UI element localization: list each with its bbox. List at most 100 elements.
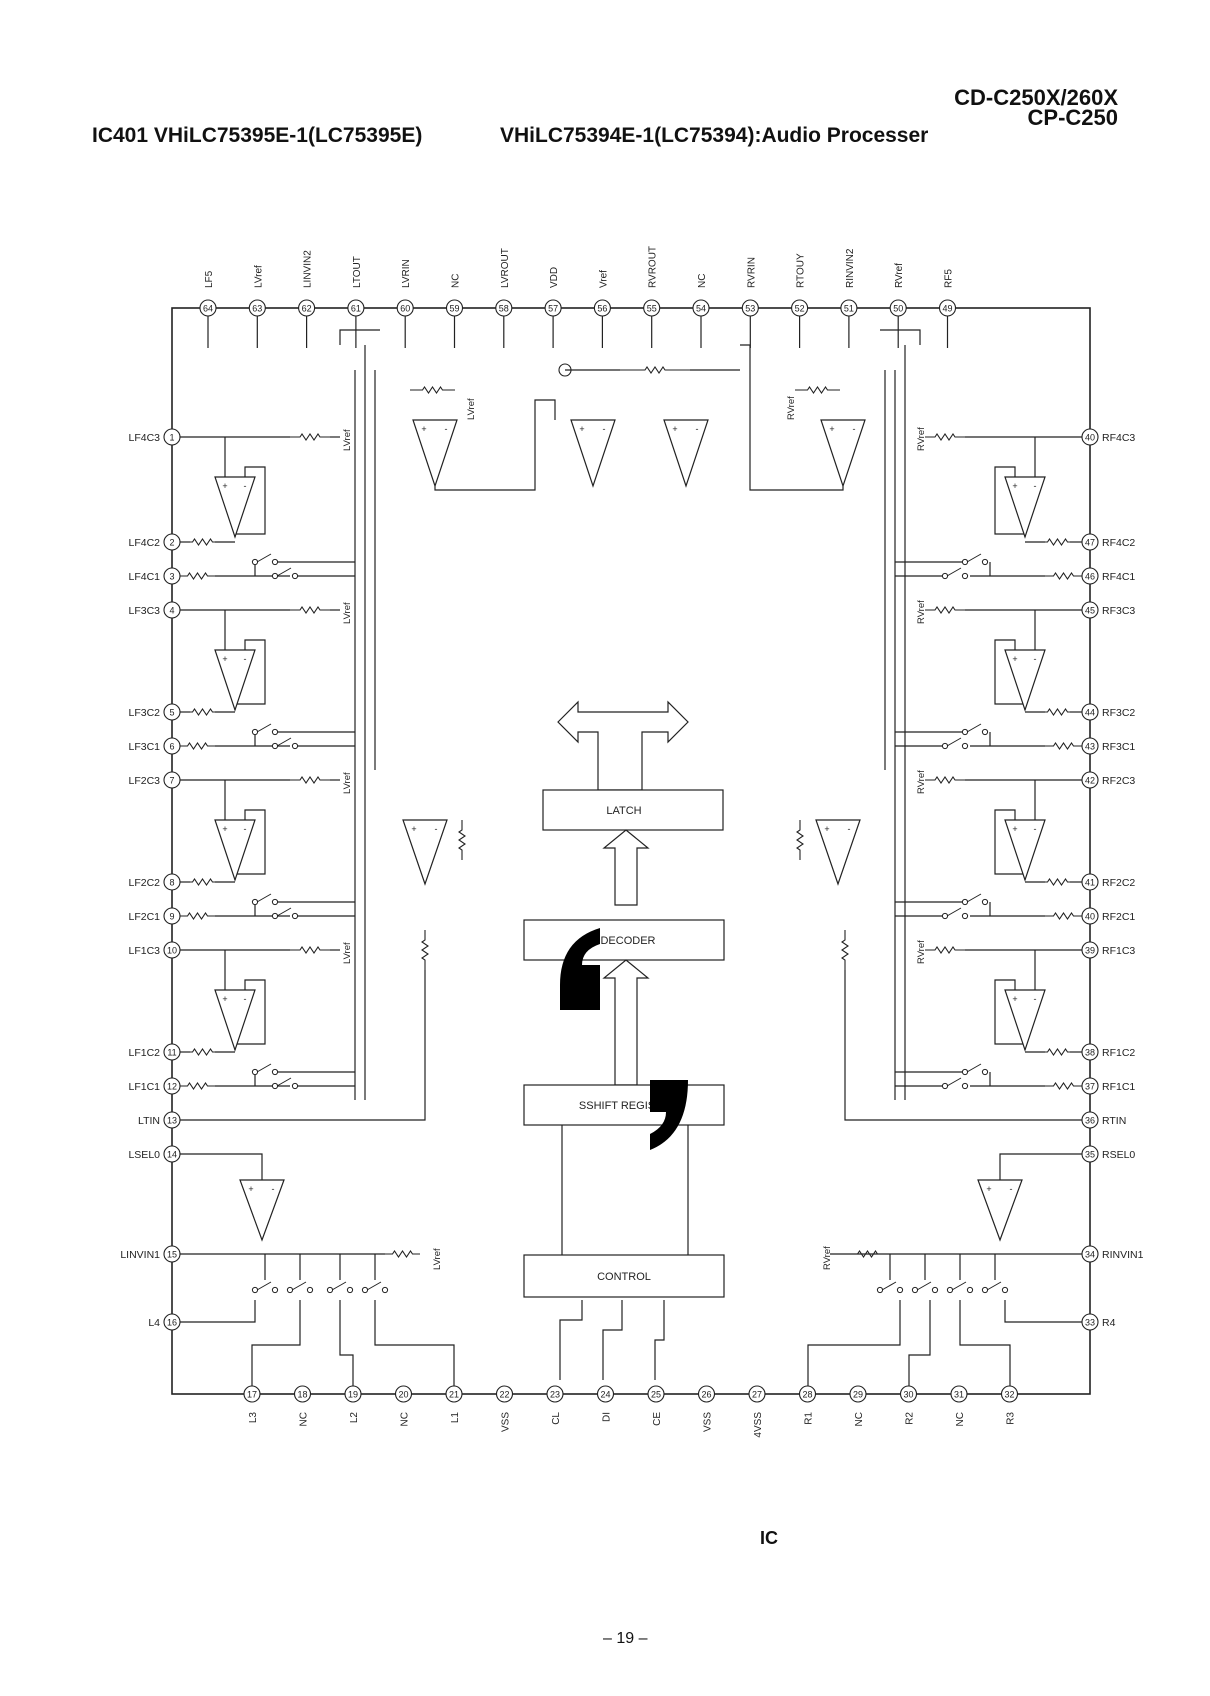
page-number: – 19 –: [603, 1630, 648, 1647]
pin-number: 27: [752, 1390, 762, 1400]
opamp: +-: [977, 1179, 1023, 1242]
resistor: [1045, 878, 1070, 886]
resistor: [290, 606, 330, 614]
pin-number: 26: [701, 1390, 711, 1400]
vref-label: LVref: [432, 1248, 443, 1270]
pin-name: LF2C1: [128, 911, 160, 923]
analog-switch: [981, 1281, 1009, 1294]
pin-circle: [1081, 737, 1099, 755]
pin-number: 40: [1085, 433, 1095, 443]
pin-circle: [394, 1385, 413, 1403]
vref-label: LVref: [466, 398, 477, 420]
resistor: [180, 912, 215, 920]
pin-circle: [163, 567, 181, 585]
analog-switch: [251, 1281, 279, 1294]
data-arrow-latch: [602, 829, 650, 906]
resistor: [1045, 1082, 1082, 1090]
pin-circle: [798, 1385, 817, 1403]
opamp-group: +-+-+-+-+-+-+-+-+-+-+-+-+-+-+-+-: [214, 419, 1046, 1242]
pin-circle: [163, 1313, 181, 1331]
analog-switch: [941, 907, 969, 920]
pin-circle: [199, 299, 217, 317]
pin-circle: [546, 1385, 564, 1403]
pin-name: RF1C1: [1102, 1081, 1135, 1093]
pin-circle: [1081, 567, 1099, 585]
pin-name: LTOUT: [352, 256, 363, 288]
vref-label-group: LVrefLVrefLVrefLVrefRVrefRVrefRVrefRVref…: [342, 396, 927, 1270]
pin-name: LSEL0: [128, 1149, 160, 1161]
resistor: [795, 386, 840, 394]
pin-name: LF1C2: [128, 1047, 160, 1059]
resistor: [1045, 912, 1082, 920]
analog-switch: [941, 737, 969, 750]
pin-number: 11: [167, 1048, 176, 1058]
pin-number: 29: [853, 1390, 863, 1400]
decoder-label: DECODER: [600, 935, 655, 947]
pin-circle: [243, 1385, 261, 1403]
pin-name: DI: [602, 1412, 613, 1422]
pin-number: 9: [169, 912, 174, 922]
svg-text:-: -: [603, 424, 606, 434]
opamp: +-: [402, 819, 448, 886]
svg-text:+: +: [222, 994, 227, 1004]
svg-text:-: -: [244, 654, 247, 664]
analog-switch: [271, 1077, 299, 1090]
ic-title-left: IC401 VHiLC75395E-1(LC75395E): [92, 124, 423, 147]
analog-switch: [961, 723, 989, 736]
pin-number: 42: [1085, 776, 1095, 786]
svg-text:+: +: [222, 481, 227, 491]
pin-name: LVRIN: [401, 259, 412, 288]
footer-ic-label: IC: [760, 1528, 778, 1548]
svg-text:-: -: [1010, 1184, 1013, 1194]
vref-label: RVref: [786, 396, 797, 420]
pin-number: 15: [167, 1250, 177, 1260]
resistor: [1045, 1048, 1070, 1056]
vref-label: RVref: [916, 940, 927, 964]
pin-number: 1: [169, 433, 174, 443]
pin-circle: [163, 941, 181, 959]
pin-name: RINVIN1: [1102, 1249, 1144, 1261]
control-block: CONTROL: [523, 1254, 725, 1298]
svg-text:+: +: [1012, 481, 1017, 491]
pin-name: LF4C2: [128, 537, 160, 549]
opamp: +-: [663, 419, 709, 488]
pin-name: RF4C2: [1102, 537, 1135, 549]
pin-circle: [1081, 873, 1099, 891]
svg-text:-: -: [1034, 994, 1037, 1004]
pin-circle: [1081, 1145, 1099, 1163]
pin-circle: [889, 299, 907, 317]
pin-name: L4: [148, 1317, 160, 1329]
svg-text:+: +: [986, 1184, 991, 1194]
pin-circle: [163, 601, 181, 619]
analog-switch: [251, 723, 279, 736]
pin-number: 56: [597, 304, 607, 314]
pin-name: RSEL0: [1102, 1149, 1135, 1161]
pin-circle: [163, 1077, 181, 1095]
opamp: +-: [214, 989, 256, 1052]
pin-name: L2: [349, 1412, 360, 1424]
pin-circle: [347, 299, 365, 317]
model-line-2: CP-C250: [1027, 105, 1118, 130]
svg-text:+: +: [579, 424, 584, 434]
opamp: +-: [815, 819, 861, 886]
pin-name: RF1C3: [1102, 945, 1135, 957]
pin-name: RF4C1: [1102, 571, 1135, 583]
pin-name: RTIN: [1102, 1115, 1126, 1127]
pin-circle: [748, 1385, 766, 1403]
